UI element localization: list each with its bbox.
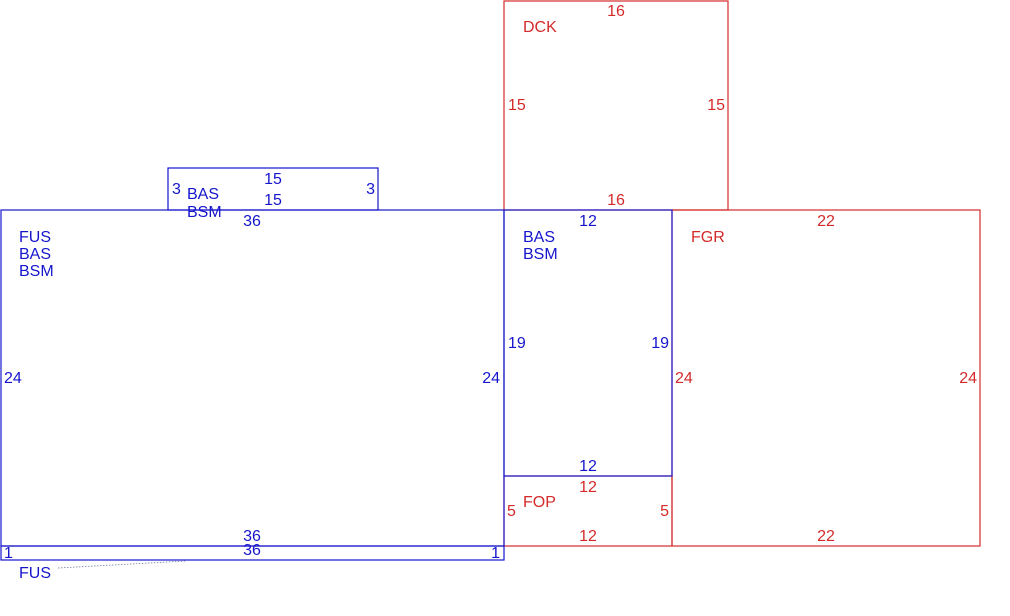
side-code-2: BSM <box>523 246 558 263</box>
side-code-1: BAS <box>523 229 555 246</box>
bay-dim-left: 3 <box>172 181 181 198</box>
deck-dim-top: 16 <box>607 3 625 20</box>
main-outline <box>0 209 505 547</box>
strip-dim-top: 36 <box>243 542 261 559</box>
bay-code-1: BAS <box>187 186 219 203</box>
garage-dim-left: 24 <box>675 370 693 387</box>
bay-dim-top: 15 <box>264 171 282 188</box>
deck-dim-right: 15 <box>707 97 725 114</box>
deck-dim-left: 15 <box>508 97 526 114</box>
deck-dim-bottom: 16 <box>607 192 625 209</box>
garage-dim-top: 22 <box>817 213 835 230</box>
side-dim-right: 19 <box>651 335 669 352</box>
strip-outline <box>0 545 505 561</box>
strip-leader-line <box>57 560 187 569</box>
side-dim-left: 19 <box>508 335 526 352</box>
side-outline <box>503 209 673 477</box>
main-dim-right: 24 <box>482 370 500 387</box>
strip-dim-left: 1 <box>4 545 13 562</box>
main-dim-left: 24 <box>4 370 22 387</box>
deck-code: DCK <box>523 19 557 36</box>
bay-code-2: BSM <box>187 204 222 221</box>
strip-dim-right: 1 <box>491 545 500 562</box>
porch-dim-left: 5 <box>507 503 516 520</box>
garage-dim-right: 24 <box>959 370 977 387</box>
bay-dim-inner: 15 <box>264 192 282 209</box>
porch-dim-right: 5 <box>660 503 669 520</box>
main-code-3: BSM <box>19 263 54 280</box>
main-code-1: FUS <box>19 229 51 246</box>
porch-dim-bottom: 12 <box>579 528 597 545</box>
garage-dim-bottom: 22 <box>817 528 835 545</box>
garage-code: FGR <box>691 229 725 246</box>
main-dim-bottom: 36 <box>243 528 261 545</box>
porch-code: FOP <box>523 494 556 511</box>
strip-code: FUS <box>19 565 51 582</box>
garage-outline <box>671 209 981 547</box>
main-dim-top: 36 <box>243 213 261 230</box>
side-dim-bottom: 12 <box>579 458 597 475</box>
porch-dim-top: 12 <box>579 479 597 496</box>
side-dim-top: 12 <box>579 213 597 230</box>
bay-dim-right: 3 <box>366 181 375 198</box>
main-code-2: BAS <box>19 246 51 263</box>
